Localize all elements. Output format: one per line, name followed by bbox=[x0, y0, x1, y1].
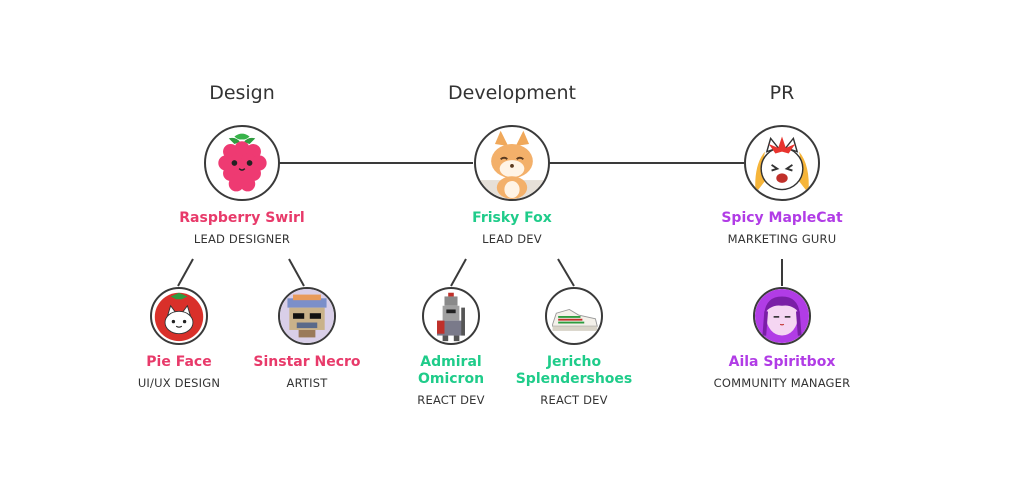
fox-icon bbox=[476, 130, 548, 199]
dept-title-development: Development bbox=[448, 82, 576, 104]
sneaker-icon bbox=[552, 308, 598, 331]
lead-name: Spicy MapleCat bbox=[721, 210, 843, 226]
dept-title-design: Design bbox=[209, 82, 275, 104]
avatar[interactable] bbox=[753, 287, 811, 345]
avatar[interactable] bbox=[150, 287, 208, 345]
avatar[interactable] bbox=[278, 287, 336, 345]
member-role: REACT DEV bbox=[417, 393, 485, 407]
pixel-mask-icon bbox=[280, 289, 334, 343]
connector-sinstar bbox=[288, 258, 305, 287]
raspberry-icon bbox=[218, 133, 267, 192]
avatar[interactable] bbox=[422, 287, 480, 345]
maple-cat-icon bbox=[755, 136, 809, 194]
member-name: Jericho Splendershoes bbox=[515, 354, 633, 387]
connector-admiral bbox=[450, 258, 467, 287]
avatar[interactable] bbox=[545, 287, 603, 345]
member-name: Aila Spiritbox bbox=[728, 354, 836, 370]
knight-icon bbox=[437, 292, 465, 342]
member-role: ARTIST bbox=[286, 376, 328, 390]
lead-name: Raspberry Swirl bbox=[179, 210, 305, 226]
lead-role: MARKETING GURU bbox=[727, 232, 837, 246]
member-role: UI/UX DESIGN bbox=[137, 376, 221, 390]
avatar[interactable] bbox=[474, 125, 550, 201]
connector-pieface bbox=[177, 258, 194, 287]
member-name: Admiral Omicron bbox=[417, 354, 485, 387]
cat-tomato-icon bbox=[154, 292, 204, 342]
lead-name: Frisky Fox bbox=[472, 210, 552, 226]
anime-girl-icon bbox=[755, 289, 809, 343]
member-role: REACT DEV bbox=[540, 393, 608, 407]
lead-role: LEAD DEV bbox=[482, 232, 542, 246]
member-name: Pie Face bbox=[146, 354, 212, 370]
connector-jericho bbox=[557, 258, 575, 287]
dept-title-pr: PR bbox=[769, 82, 795, 104]
lead-role: LEAD DESIGNER bbox=[193, 232, 291, 246]
avatar[interactable] bbox=[204, 125, 280, 201]
member-role: COMMUNITY MANAGER bbox=[713, 376, 851, 390]
member-name: Sinstar Necro bbox=[253, 354, 361, 370]
avatar[interactable] bbox=[744, 125, 820, 201]
